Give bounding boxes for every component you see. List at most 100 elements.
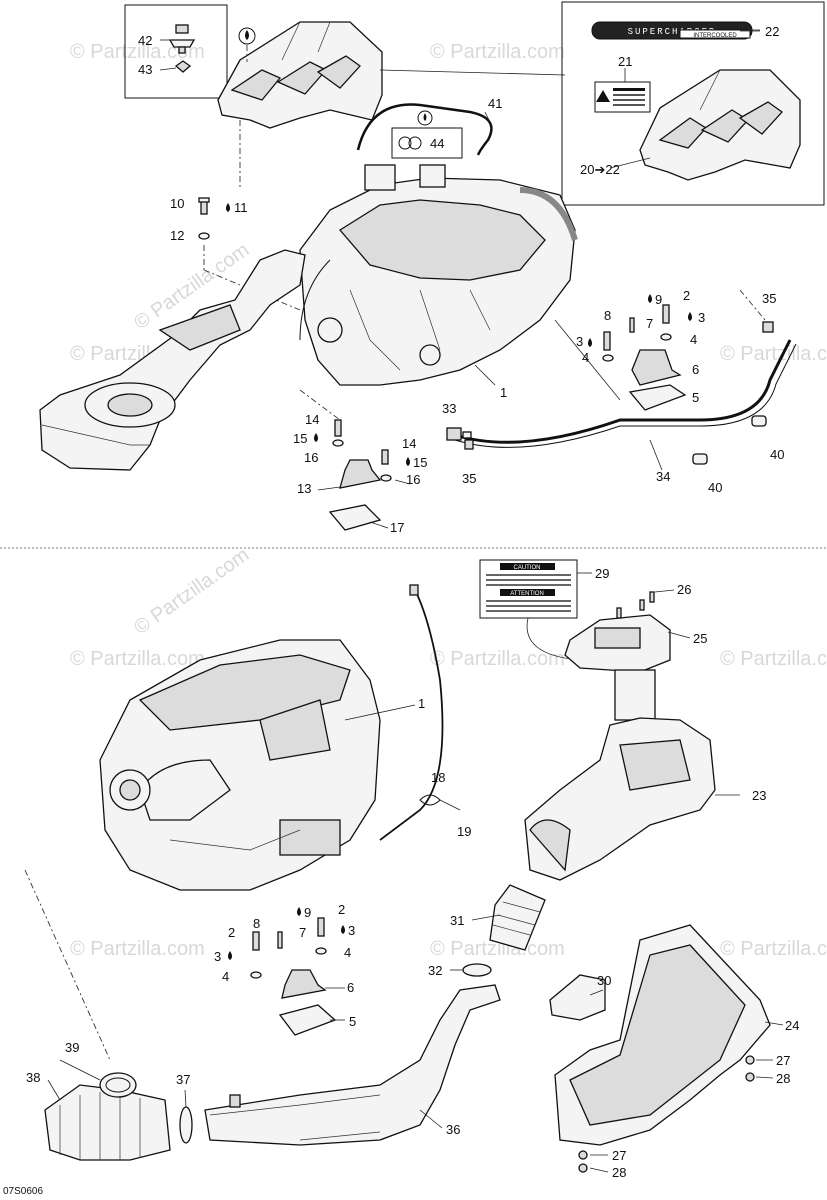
callout-4d: 4 (344, 945, 351, 960)
callout-5: 5 (692, 390, 699, 405)
part-4-washer (660, 333, 672, 341)
part-6-engine-mount (628, 349, 687, 411)
callout-7b: 7 (299, 925, 306, 940)
callout-9b: 9 (304, 905, 311, 920)
part-13-engine-mount (328, 459, 382, 531)
part-40-cap (751, 415, 767, 427)
part-32-ring (462, 963, 492, 977)
part-12-washer (198, 232, 210, 240)
callout-41: 41 (488, 96, 502, 111)
watermark: © Partzilla.com (720, 938, 827, 960)
part-44-clamp (398, 136, 422, 150)
part-43-nut (174, 60, 192, 73)
part-26-screw (649, 591, 655, 603)
part-29-caution-label: CAUTION ATTENTION (479, 559, 578, 619)
inset-box-cover (561, 1, 825, 206)
callout-31: 31 (450, 913, 464, 928)
callout-42: 42 (138, 33, 152, 48)
callout-33: 33 (442, 401, 456, 416)
part-24-tray (554, 924, 771, 1146)
part-42-fastener (168, 24, 196, 54)
callout-38: 38 (26, 1070, 40, 1085)
callout-3c: 3 (214, 949, 221, 964)
callout-30: 30 (597, 973, 611, 988)
watermark: © Partzilla.com (720, 648, 827, 670)
part-36-duct (204, 984, 501, 1146)
callout-19: 19 (457, 824, 471, 839)
part-26-screw (639, 599, 645, 611)
callout-44: 44 (430, 136, 444, 151)
part-6-engine-mount (278, 969, 337, 1036)
callout-36: 36 (446, 1122, 460, 1137)
part-27-nut (578, 1150, 588, 1160)
part-26-screw (616, 607, 622, 619)
callout-8: 8 (604, 308, 611, 323)
callout-11: 11 (234, 200, 248, 215)
callout-7: 7 (646, 316, 653, 331)
callout-35: 35 (762, 291, 776, 306)
callout-39: 39 (65, 1040, 79, 1055)
callout-5b: 5 (349, 1014, 356, 1029)
callout-34: 34 (656, 469, 670, 484)
callout-27: 27 (776, 1053, 790, 1068)
part-22-supercharged-decal: SUPERCHARGED INTERCOOLED (591, 21, 753, 40)
watermark: © Partzilla.com (70, 938, 205, 960)
watermark: © Partzilla.com (70, 648, 205, 670)
part-35-clamp (464, 439, 474, 450)
callout-15: 15 (293, 431, 307, 446)
callout-28: 28 (776, 1071, 790, 1086)
callout-4c: 4 (222, 969, 229, 984)
part-28-screw (578, 1163, 588, 1173)
callout-28b: 28 (612, 1165, 626, 1180)
callout-21: 21 (618, 54, 632, 69)
callout-3: 3 (698, 310, 705, 325)
part-air-intake-top (39, 249, 306, 471)
part-14-bolt (334, 419, 342, 437)
callout-labels: 42 43 22 21 20➔22 41 44 10 11 12 1 35 2 … (26, 24, 799, 1180)
callout-6b: 6 (347, 980, 354, 995)
part-16-washer (332, 439, 344, 447)
callout-6: 6 (692, 362, 699, 377)
part-1-engine-bottom (99, 639, 381, 891)
caution-title: CAUTION (514, 565, 541, 571)
part-41-hose (356, 103, 493, 156)
leader-lines (47, 30, 784, 1173)
part-38-bellows (44, 1084, 171, 1161)
callout-20-22: 20➔22 (580, 162, 620, 177)
callout-35b: 35 (462, 471, 476, 486)
part-25-cover (564, 614, 671, 673)
callout-18: 18 (431, 770, 445, 785)
callout-2c: 2 (338, 902, 345, 917)
part-16-washer (380, 474, 392, 482)
callout-40: 40 (770, 447, 784, 462)
part-engine-cover-top (217, 21, 383, 129)
callout-16: 16 (304, 450, 318, 465)
callout-12: 12 (170, 228, 184, 243)
part-2-bolt (662, 304, 670, 324)
watermark: © Partzilla.com (430, 938, 565, 960)
part-8-stud (277, 931, 283, 949)
part-28-screw (745, 1072, 755, 1082)
part-27-nut (745, 1055, 755, 1065)
watermark: © Partzilla.com (430, 648, 565, 670)
part-4-washer (602, 354, 614, 362)
part-31-bellows (489, 884, 546, 951)
callout-14b: 14 (402, 436, 416, 451)
callout-15b: 15 (413, 455, 427, 470)
inset-box-fasteners (124, 4, 228, 99)
part-35-clamp (762, 321, 774, 333)
watermark: © Partzilla.com (720, 343, 827, 365)
callout-25: 25 (693, 631, 707, 646)
part-19-cable (379, 589, 444, 841)
part-40-cap (692, 453, 708, 465)
oil-drop-icon (238, 27, 256, 45)
callout-26: 26 (677, 582, 691, 597)
callout-40b: 40 (708, 480, 722, 495)
part-8-stud (629, 317, 635, 333)
part-34-hose (454, 339, 792, 444)
part-33-fitting (446, 427, 472, 441)
callout-24: 24 (785, 1018, 799, 1033)
callout-32: 32 (428, 963, 442, 978)
watermark: © Partzilla.com (130, 544, 253, 639)
